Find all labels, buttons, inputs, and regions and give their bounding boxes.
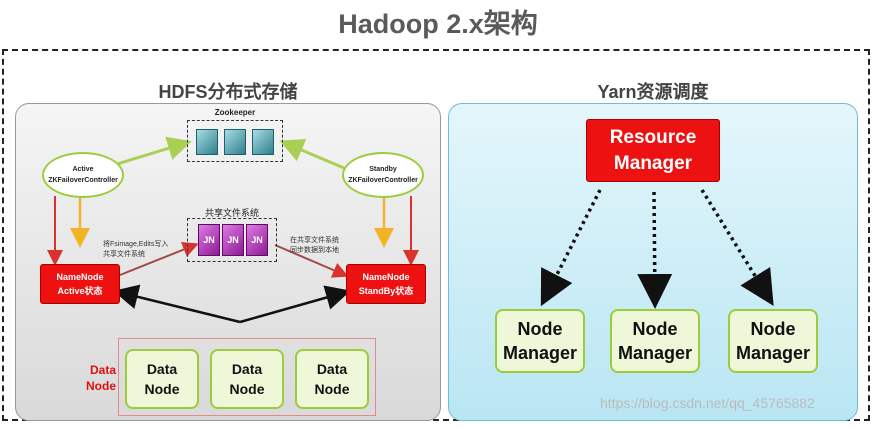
standby-zkfc-to-zookeeper-arrow (279, 138, 345, 170)
zookeeper-cluster (187, 120, 283, 162)
namenode-active-state: Active状态 (57, 286, 103, 296)
journalnode-icon: JN (246, 224, 268, 256)
zookeeper-label: Zookeeper (214, 108, 256, 117)
namenode-standby: NameNode StandBy状态 (346, 264, 426, 304)
resource-manager: Resource Manager (586, 119, 720, 182)
jn-to-standby-namenode-arrow (274, 244, 349, 278)
journalnode-icon: JN (222, 224, 244, 256)
zkfc-standby-name: ZKFailoverController (348, 177, 418, 184)
datanode-group (118, 338, 376, 416)
zkfc-active-name: ZKFailoverController (48, 177, 118, 184)
namenode-active-title: NameNode (56, 272, 104, 282)
journalnode-icon: JN (198, 224, 220, 256)
datanode-3: Data Node (295, 349, 369, 409)
namenode-active: NameNode Active状态 (40, 264, 120, 304)
shared-filesystem-label: 共享文件系统 (204, 208, 259, 218)
zkfc-active: Active ZKFailoverController (42, 152, 124, 198)
zkfc-standby-state: Standby (369, 166, 397, 173)
yarn-section-title: Yarn资源调度 (597, 82, 709, 102)
node-manager-2: Node Manager (610, 309, 700, 373)
zookeeper-server-icon (224, 129, 246, 155)
zookeeper-server-icon (196, 129, 218, 155)
journalnode-cluster: JN JN JN (187, 218, 277, 262)
watermark-text: https://blog.csdn.net/qq_45765882 (600, 395, 815, 411)
datanode-1: Data Node (125, 349, 199, 409)
write-shared-fs-note: 将Fsimage,Edits写入 共享文件系统 (103, 241, 169, 258)
zookeeper-server-icon (252, 129, 274, 155)
zkfc-active-state: Active (72, 166, 94, 173)
hdfs-section-title: HDFS分布式存储 (158, 82, 298, 102)
rm-to-nodemanager-3-arrow (700, 189, 774, 306)
rm-to-nodemanager-1-arrow (540, 189, 602, 307)
namenode-standby-state: StandBy状态 (358, 286, 414, 296)
namenode-standby-title: NameNode (362, 272, 410, 282)
datanode-2: Data Node (210, 349, 284, 409)
node-manager-3: Node Manager (728, 309, 818, 373)
datanode-group-label: Data Node (86, 363, 116, 393)
sync-local-note: 在共享文件系统 同步数据到本地 (290, 237, 339, 254)
active-namenode-to-jn-arrow (119, 242, 199, 276)
outer-dashed-frame (2, 49, 870, 421)
zkfc-standby: Standby ZKFailoverController (342, 152, 424, 198)
datanode-to-standby-namenode-arrow (239, 285, 351, 324)
rm-to-nodemanager-2-arrow (637, 191, 673, 309)
page-title: Hadoop 2.x架构 (338, 9, 538, 39)
node-manager-1: Node Manager (495, 309, 585, 373)
datanode-to-active-namenode-arrow (113, 284, 241, 324)
